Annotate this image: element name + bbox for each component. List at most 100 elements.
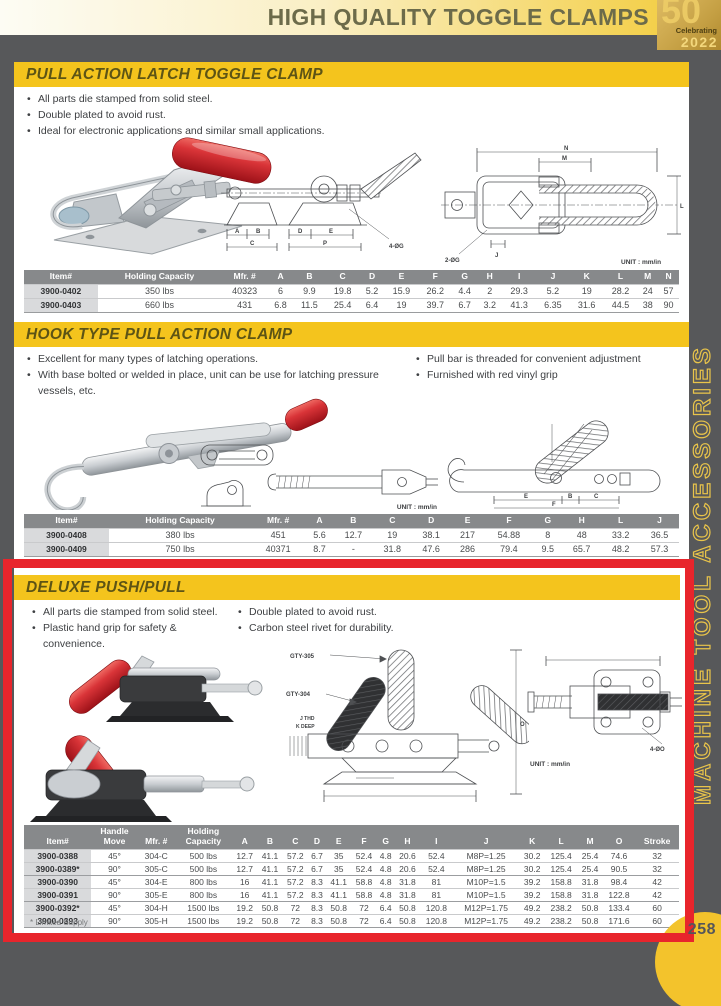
section3-bullets-left: All parts die stamped from solid steel.P…: [30, 605, 235, 652]
column-header: F: [418, 270, 453, 285]
column-header: I: [420, 825, 453, 850]
svg-text:K DEEP: K DEEP: [296, 724, 315, 730]
column-header: C: [325, 270, 360, 285]
column-header: G: [452, 270, 478, 285]
bullet-item: With base bolted or welded in place, uni…: [25, 368, 410, 400]
page-banner: HIGH QUALITY TOGGLE CLAMPS: [0, 0, 721, 35]
push-pull-clamp-photos: [30, 655, 263, 822]
bullet-item: Double plated to avoid rust.: [25, 108, 445, 124]
svg-text:UNIT : mm/in: UNIT : mm/in: [530, 761, 570, 768]
column-header: F: [484, 514, 534, 529]
column-header: E: [326, 825, 352, 850]
svg-text:P: P: [323, 241, 327, 247]
column-header: Mfr. #: [137, 825, 175, 850]
svg-text:F: F: [552, 502, 556, 508]
svg-text:M: M: [562, 156, 567, 162]
column-header: L: [603, 270, 638, 285]
column-header: G: [533, 514, 563, 529]
column-header: O: [602, 825, 636, 850]
column-header: D: [411, 514, 451, 529]
column-header: H: [477, 270, 503, 285]
section2-bullets-left: Excellent for many types of latching ope…: [25, 352, 410, 399]
column-header: K: [569, 270, 604, 285]
svg-text:D: D: [298, 229, 303, 235]
column-header: Mfr. #: [221, 270, 268, 285]
latch-clamp-top-drawing: N M J L 2-ØG UNIT : mm/in: [441, 146, 684, 266]
column-header: J: [536, 270, 570, 285]
column-header: H: [562, 514, 602, 529]
svg-text:UNIT : mm/in: UNIT : mm/in: [621, 259, 661, 266]
column-header: Holding Capacity: [97, 270, 222, 285]
column-header: C: [372, 514, 412, 529]
column-header: N: [658, 270, 679, 285]
column-header: B: [257, 825, 283, 850]
latch-clamp-side-drawing: A B C D E P 4-ØG: [221, 152, 422, 251]
limited-supply-footnote: * Limited Supply: [30, 918, 88, 927]
svg-text:4-ØG: 4-ØG: [389, 244, 404, 250]
svg-text:UNIT : mm/in: UNIT : mm/in: [397, 504, 437, 511]
svg-text:2-ØG: 2-ØG: [445, 258, 460, 264]
svg-text:A: A: [235, 229, 240, 235]
hook-clamp-photo: [44, 398, 328, 510]
column-header: C: [282, 825, 308, 850]
column-header: J: [452, 825, 520, 850]
latch-clamp-photo: [50, 137, 272, 255]
badge-celebrating-label: Celebrating: [675, 26, 717, 35]
column-header: A: [305, 514, 334, 529]
column-header: L: [544, 825, 578, 850]
bullet-item: Ideal for electronic applications and si…: [25, 124, 445, 140]
hook-clamp-side-drawing: E B C F: [447, 420, 661, 509]
column-header: D: [307, 825, 327, 850]
section3-title: DELUXE PUSH/PULL: [26, 579, 186, 596]
column-header: H: [394, 825, 421, 850]
column-header: I: [502, 270, 537, 285]
svg-text:J THD: J THD: [300, 716, 315, 722]
svg-text:J: J: [495, 253, 498, 259]
column-header: G: [376, 825, 395, 850]
bullet-item: Double plated to avoid rust.: [236, 605, 486, 621]
bullet-item: All parts die stamped from solid steel.: [25, 92, 445, 108]
column-header: M: [637, 270, 659, 285]
column-header: E: [384, 270, 419, 285]
svg-text:O: O: [520, 722, 525, 728]
column-header: K: [519, 825, 545, 850]
column-header: Handle Move: [91, 825, 138, 850]
column-header: E: [450, 514, 485, 529]
pull-rod-drawing: UNIT : mm/in: [267, 469, 438, 511]
svg-text:C: C: [250, 241, 255, 247]
svg-text:C: C: [594, 494, 599, 500]
column-header: A: [232, 825, 258, 850]
column-header: B: [293, 270, 326, 285]
bullet-item: Plastic hand grip for safety & convenien…: [30, 621, 235, 653]
page-number: 258: [687, 921, 716, 938]
anniversary-badge: 50 Celebrating 2022: [657, 0, 721, 50]
bullet-item: Excellent for many types of latching ope…: [25, 352, 410, 368]
column-header: A: [268, 270, 294, 285]
svg-text:GTY-304: GTY-304: [286, 692, 311, 698]
column-header: Holding Capacity: [108, 514, 252, 529]
column-header: F: [351, 825, 377, 850]
column-header: Stroke: [635, 825, 679, 850]
bullet-item: Pull bar is threaded for convenient adju…: [414, 352, 679, 368]
section3-header-bar: DELUXE PUSH/PULL: [14, 575, 680, 600]
section1-title: PULL ACTION LATCH TOGGLE CLAMP: [26, 66, 323, 83]
svg-text:4-ØO: 4-ØO: [650, 747, 665, 753]
hook-clamp-base-drawings: [200, 444, 274, 507]
bullet-item: Furnished with red vinyl grip: [414, 368, 679, 384]
svg-text:B: B: [568, 494, 573, 500]
column-header: Item#: [24, 514, 109, 529]
section3-bullets-right: Double plated to avoid rust.Carbon steel…: [236, 605, 486, 637]
section2-header-bar: HOOK TYPE PULL ACTION CLAMP: [14, 322, 689, 347]
page-title: HIGH QUALITY TOGGLE CLAMPS: [267, 4, 649, 30]
